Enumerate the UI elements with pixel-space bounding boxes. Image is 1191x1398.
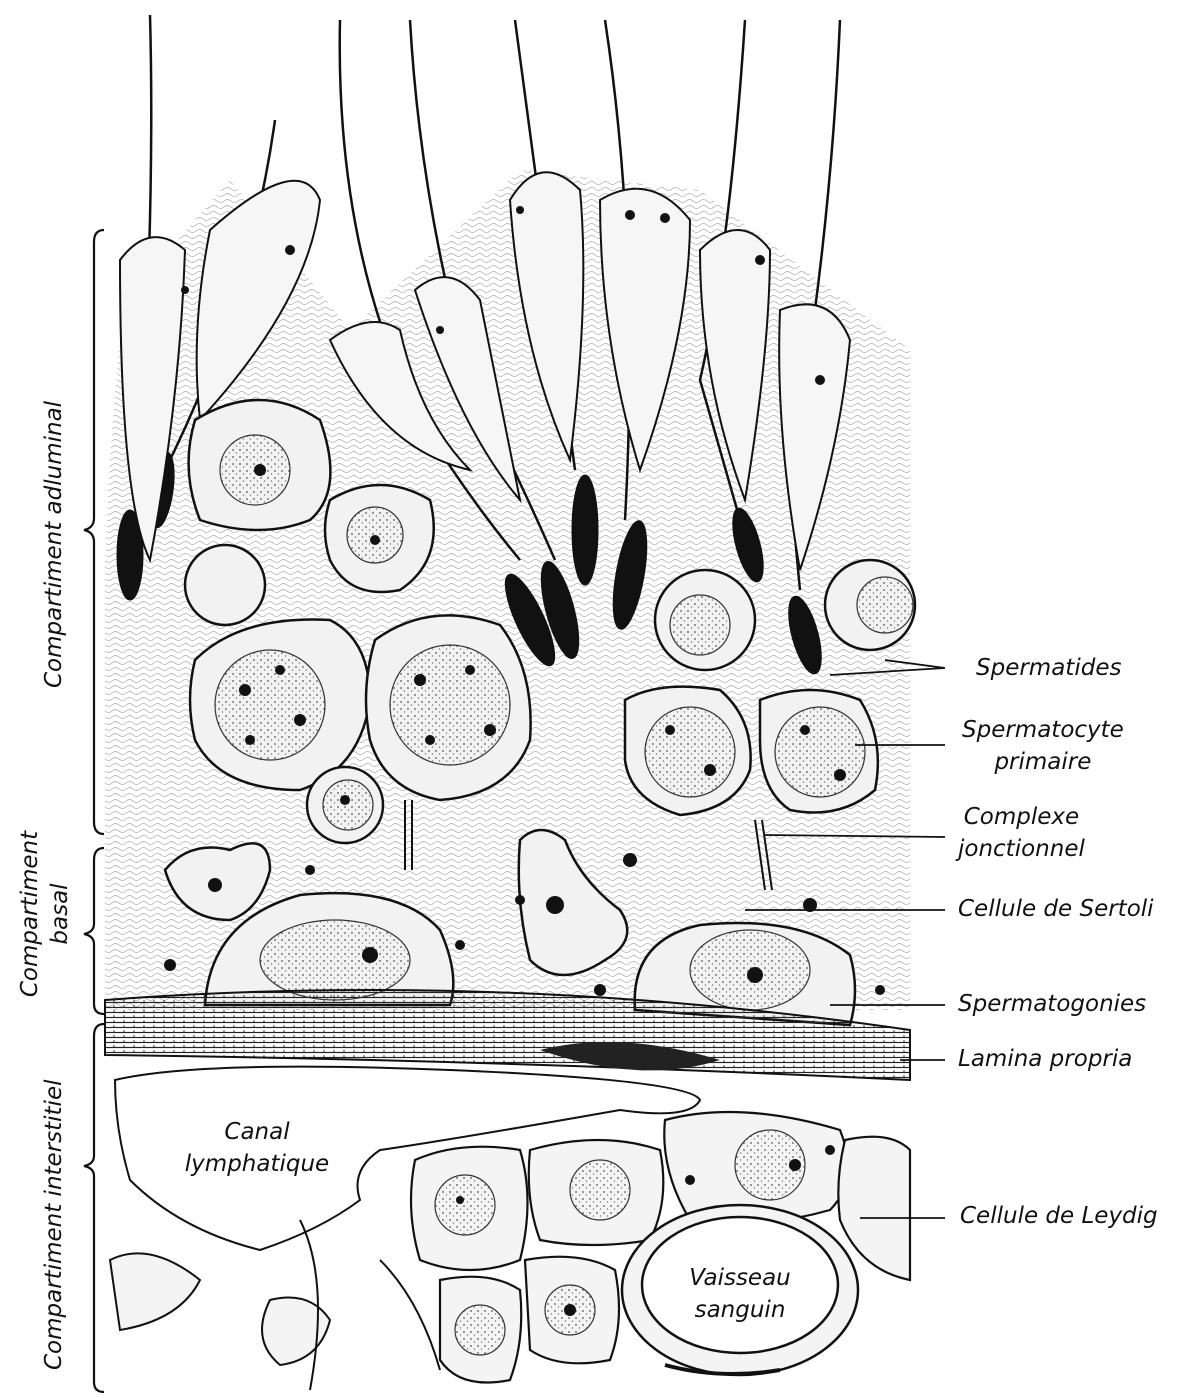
- label-canal-lymphatique: Canal lymphatique: [172, 1116, 342, 1180]
- label-cellule-de-sertoli: Cellule de Sertoli: [958, 893, 1154, 925]
- label-complexe-line1: Complexe: [958, 801, 1085, 833]
- label-canal-line2: lymphatique: [172, 1148, 342, 1180]
- label-vaisseau-line1: Vaisseau: [660, 1262, 820, 1294]
- label-complexe-jonctionnel: Complexe jonctionnel: [958, 801, 1085, 865]
- label-compartiment-adluminal: Compartiment adluminal: [40, 401, 70, 688]
- label-spermatogonies: Spermatogonies: [958, 988, 1146, 1020]
- label-spermatocyte-line2: primaire: [962, 746, 1124, 778]
- label-spermatocyte-primaire: Spermatocyte primaire: [962, 714, 1124, 778]
- label-compartiment-interstitiel: Compartiment interstitiel: [40, 1080, 70, 1371]
- label-compartiment-basal: Compartiment basal: [16, 828, 76, 1000]
- label-lamina-propria: Lamina propria: [958, 1043, 1132, 1075]
- label-spermatides: Spermatides: [976, 652, 1121, 684]
- label-compartiment-basal-line1: Compartiment: [16, 828, 46, 1000]
- label-vaisseau-line2: sanguin: [660, 1294, 820, 1326]
- label-compartiment-basal-line2: basal: [46, 828, 76, 1000]
- label-complexe-line2: jonctionnel: [958, 833, 1085, 865]
- label-canal-line1: Canal: [172, 1116, 342, 1148]
- label-vaisseau-sanguin: Vaisseau sanguin: [660, 1262, 820, 1326]
- label-cellule-de-leydig: Cellule de Leydig: [960, 1200, 1158, 1232]
- compartment-brackets: [84, 230, 104, 1392]
- label-spermatocyte-line1: Spermatocyte: [962, 714, 1124, 746]
